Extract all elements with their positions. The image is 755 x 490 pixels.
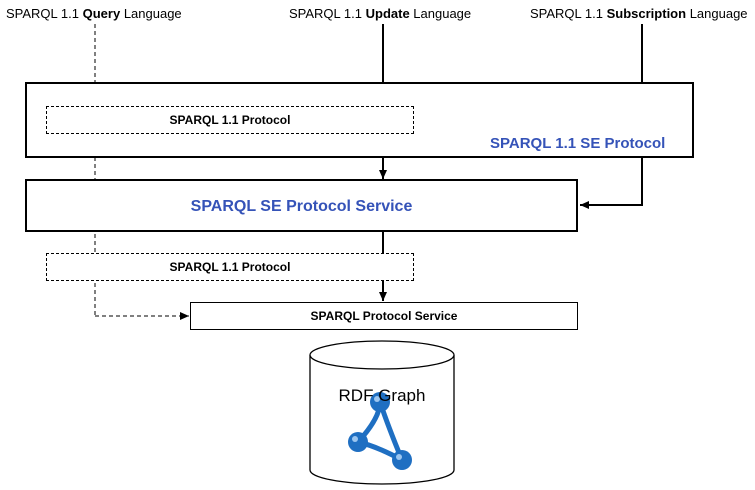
lower-protocol-box: SPARQL 1.1 Protocol [46, 253, 414, 281]
query-prefix: SPARQL 1.1 [6, 6, 79, 21]
rdf-graph-cylinder [309, 340, 455, 485]
protocol-service-label: SPARQL Protocol Service [310, 309, 458, 323]
query-bold: Query [82, 6, 121, 21]
subscription-language-label: SPARQL 1.1 Subscription Language [530, 6, 748, 22]
se-protocol-service-label: SPARQL SE Protocol Service [190, 198, 413, 215]
update-prefix: SPARQL 1.1 [289, 6, 362, 21]
query-suffix: Language [123, 6, 182, 21]
rdf-graph-label: RDF Graph [338, 386, 426, 405]
protocol-service-box: SPARQL Protocol Service [190, 302, 578, 330]
subscription-bold: Subscription [606, 6, 687, 21]
se-inner-protocol-box: SPARQL 1.1 Protocol [46, 106, 414, 134]
rdf-graph-icon [348, 392, 412, 470]
update-bold: Update [365, 6, 410, 21]
lower-protocol-label: SPARQL 1.1 Protocol [169, 260, 291, 274]
se-protocol-service-box: SPARQL SE Protocol Service [25, 179, 578, 232]
query-language-label: SPARQL 1.1 Query Language [6, 6, 182, 22]
se-inner-protocol-label: SPARQL 1.1 Protocol [169, 113, 291, 127]
subscription-to-service-arrow [580, 158, 643, 209]
subscription-suffix: Language [689, 6, 748, 21]
subscription-prefix: SPARQL 1.1 [530, 6, 603, 21]
update-suffix: Language [413, 6, 472, 21]
se-protocol-label: SPARQL 1.1 SE Protocol [490, 135, 666, 152]
update-language-label: SPARQL 1.1 Update Language [289, 6, 471, 22]
